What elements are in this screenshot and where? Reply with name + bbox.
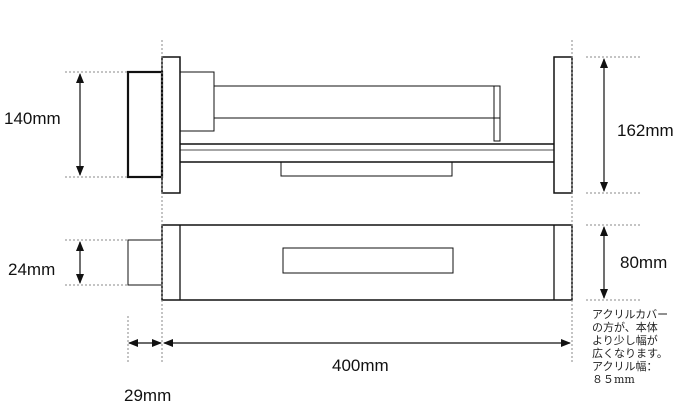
left-flange-plate xyxy=(161,56,181,194)
label-length: 400mm xyxy=(332,356,389,375)
label-side-height: 140mm xyxy=(4,109,61,128)
front-end-cap xyxy=(127,239,163,286)
front-window xyxy=(282,247,454,274)
label-cap-length: 29mm xyxy=(124,386,171,405)
label-front-height: 24mm xyxy=(8,260,55,279)
ballast-box xyxy=(280,161,453,177)
label-body-height: 80mm xyxy=(620,253,667,272)
side-elevation-view xyxy=(126,56,573,194)
note-line: ８５mm xyxy=(592,373,635,386)
note-line: アクリル幅： xyxy=(592,360,657,373)
acrylic-width-note: アクリルカバー の方が、本体 より少し幅が 広くなります。 アクリル幅： ８５m… xyxy=(592,308,668,386)
extension-lines xyxy=(65,40,640,362)
note-line: アクリルカバー xyxy=(592,308,668,321)
end-cap-block xyxy=(126,70,164,179)
note-line: 広くなります。 xyxy=(592,347,668,360)
lamp-socket-block xyxy=(179,71,215,132)
note-line: の方が、本体 xyxy=(592,320,658,334)
tube-end-holder xyxy=(493,85,501,142)
dimension-arrows xyxy=(76,58,608,347)
right-flange-plate xyxy=(553,56,573,194)
label-overall-height: 162mm xyxy=(617,121,674,140)
front-elevation-view xyxy=(127,224,573,301)
note-line: より少し幅が xyxy=(592,333,658,347)
front-body xyxy=(161,224,573,301)
